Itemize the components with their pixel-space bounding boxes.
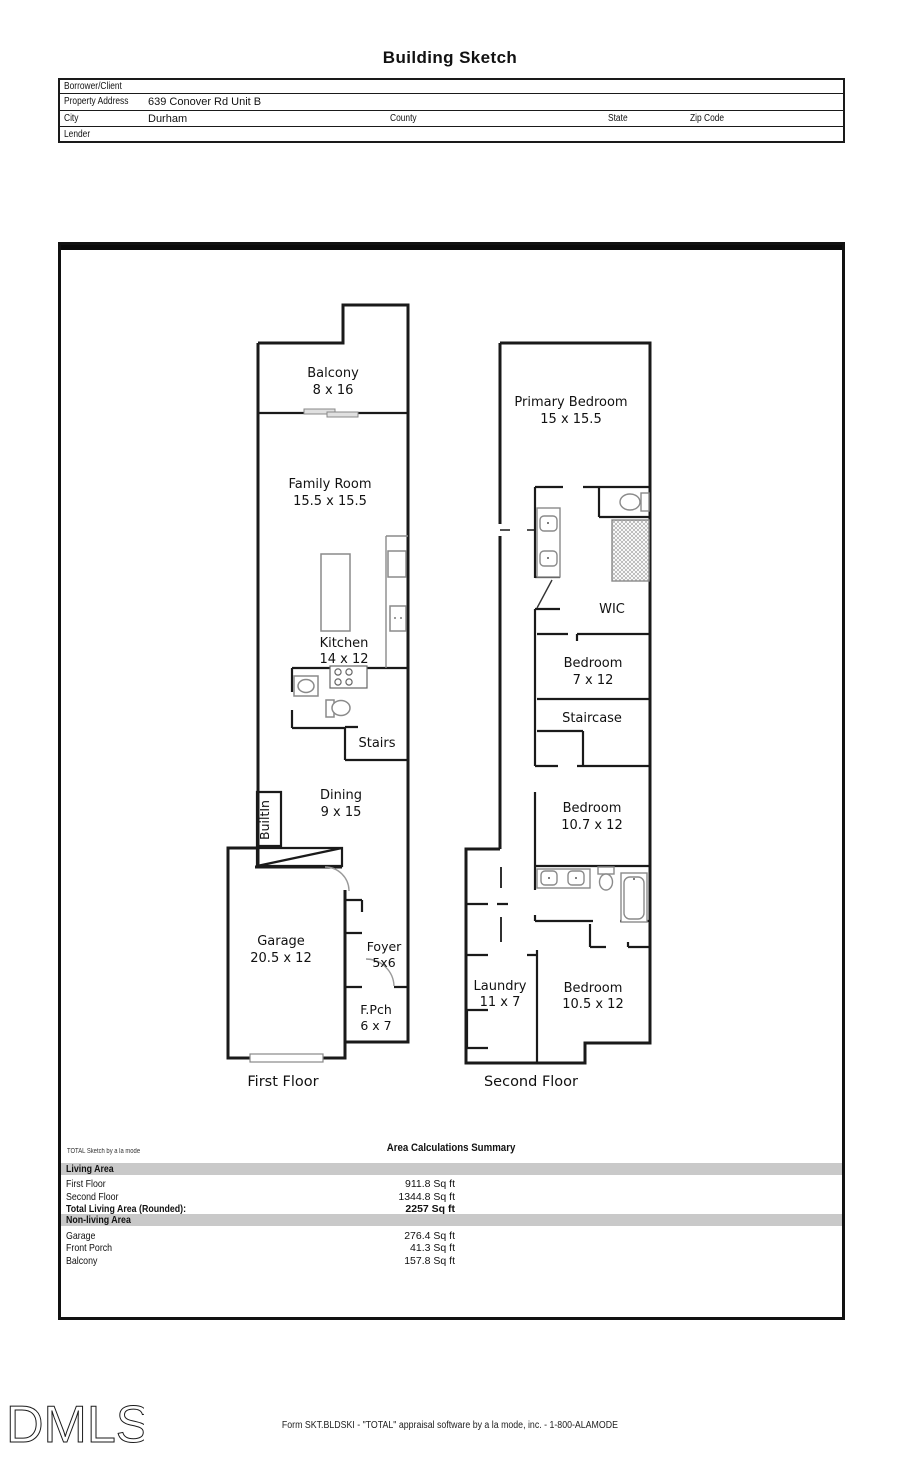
room-label-bedroom-10-5: Bedroom [564,981,623,996]
lender-label: Lender [64,129,91,140]
room-dims-balcony: 8 x 16 [313,383,354,398]
room-dims-front-porch: 6 x 7 [360,1018,391,1033]
room-label-bedroom-7x12: Bedroom [564,656,623,671]
wic-door-leaf [536,579,553,609]
page-title: Building Sketch [382,48,518,67]
hall-bath-vanity-icon [536,868,591,889]
building-sketch-area: Balcony 8 x 16 Family Room 15.5 x 15.5 K… [58,242,845,1320]
half-bath-sink-icon [293,675,319,697]
first-floor-fixtures [293,535,408,718]
room-dims-bedroom-10-7: 10.7 x 12 [561,818,622,833]
second-floor-fixtures [536,492,650,923]
room-label-garage: Garage [257,934,305,949]
room-label-front-porch: F.Pch [360,1002,392,1017]
first-floor-exterior-walls [226,303,410,1060]
room-label-bedroom-10-7: Bedroom [563,801,622,816]
first-floor-caption: First Floor [247,1074,318,1090]
refrigerator-icon [387,550,407,578]
kitchen-island-icon [320,553,351,632]
divider [60,126,843,127]
total-sketch-watermark: TOTAL Sketch by a la mode [67,1148,141,1155]
room-dims-foyer: 5x6 [372,955,395,970]
state-label: State [608,113,628,124]
room-label-stairs: Stairs [358,736,395,751]
sliding-door-icon [303,408,359,418]
second-floor-interior-walls [465,485,650,1063]
door-swing-arcs [324,866,395,987]
room-dims-dining: 9 x 15 [321,805,362,820]
dmls-logo: DMLS [6,1396,145,1455]
primary-toilet-icon [619,492,650,512]
room-label-wic: WIC [599,602,625,617]
dmls-logo-text: DMLS [6,1396,144,1454]
client-info-table: Borrower/Client Property Address 639 Con… [58,78,845,143]
room-dims-family-room: 15.5 x 15.5 [293,494,367,509]
half-bath-toilet-icon [325,699,351,718]
nonliving-area-header: Non-living Area [61,1214,842,1226]
room-label-laundry: Laundry [474,979,527,994]
first-floor-plan: Balcony 8 x 16 Family Room 15.5 x 15.5 K… [226,303,410,1090]
divider [60,110,843,111]
cabinet-icon [389,605,407,632]
city-label: City [64,113,79,124]
floor-plan-drawing: Balcony 8 x 16 Family Room 15.5 x 15.5 K… [226,303,652,1090]
bathtub-icon [620,872,648,923]
county-label: County [390,113,417,124]
hall-bath-toilet-icon [597,866,615,891]
primary-vanity-icon [536,507,561,578]
property-address-value: 639 Conover Rd Unit B [148,96,262,108]
room-label-kitchen: Kitchen [320,636,369,651]
room-dims-kitchen: 14 x 12 [319,652,368,667]
room-label-foyer: Foyer [367,939,402,954]
stove-icon [329,665,368,689]
property-address-label: Property Address [64,96,129,107]
zip-code-label: Zip Code [690,113,725,124]
living-area-header: Living Area [61,1163,842,1175]
room-label-staircase: Staircase [562,711,622,726]
room-dims-garage: 20.5 x 12 [250,951,311,966]
city-value: Durham [148,113,188,125]
room-label-family-room: Family Room [289,477,372,492]
second-floor-caption: Second Floor [484,1074,578,1090]
form-attribution: Form SKT.BLDSKI - "TOTAL" appraisal soft… [281,1420,619,1431]
area-calculations-title: Area Calculations Summary [387,1142,516,1154]
garage-door-icon [249,1053,324,1063]
room-dims-laundry: 11 x 7 [480,995,521,1010]
summary-row-total-living-area: Total Living Area (Rounded):2257 Sq ft [66,1203,455,1215]
kitchen-counter-line [385,535,408,668]
shower-icon [611,519,650,582]
room-dims-bedroom-7x12: 7 x 12 [573,673,614,688]
room-label-balcony: Balcony [307,366,359,381]
second-floor-plan: Primary Bedroom 15 x 15.5 WIC Bedroom 7 … [464,341,652,1090]
room-dims-bedroom-10-5: 10.5 x 12 [562,997,623,1012]
room-label-primary-bedroom: Primary Bedroom [514,395,627,410]
room-label-builtin: BuiltIn [257,800,272,840]
second-floor-exterior-walls [464,341,652,1065]
room-dims-primary-bedroom: 15 x 15.5 [540,412,601,427]
borrower-label: Borrower/Client [64,81,122,92]
divider [60,93,843,94]
room-label-dining: Dining [320,788,362,803]
summary-divider-bar [61,245,842,250]
